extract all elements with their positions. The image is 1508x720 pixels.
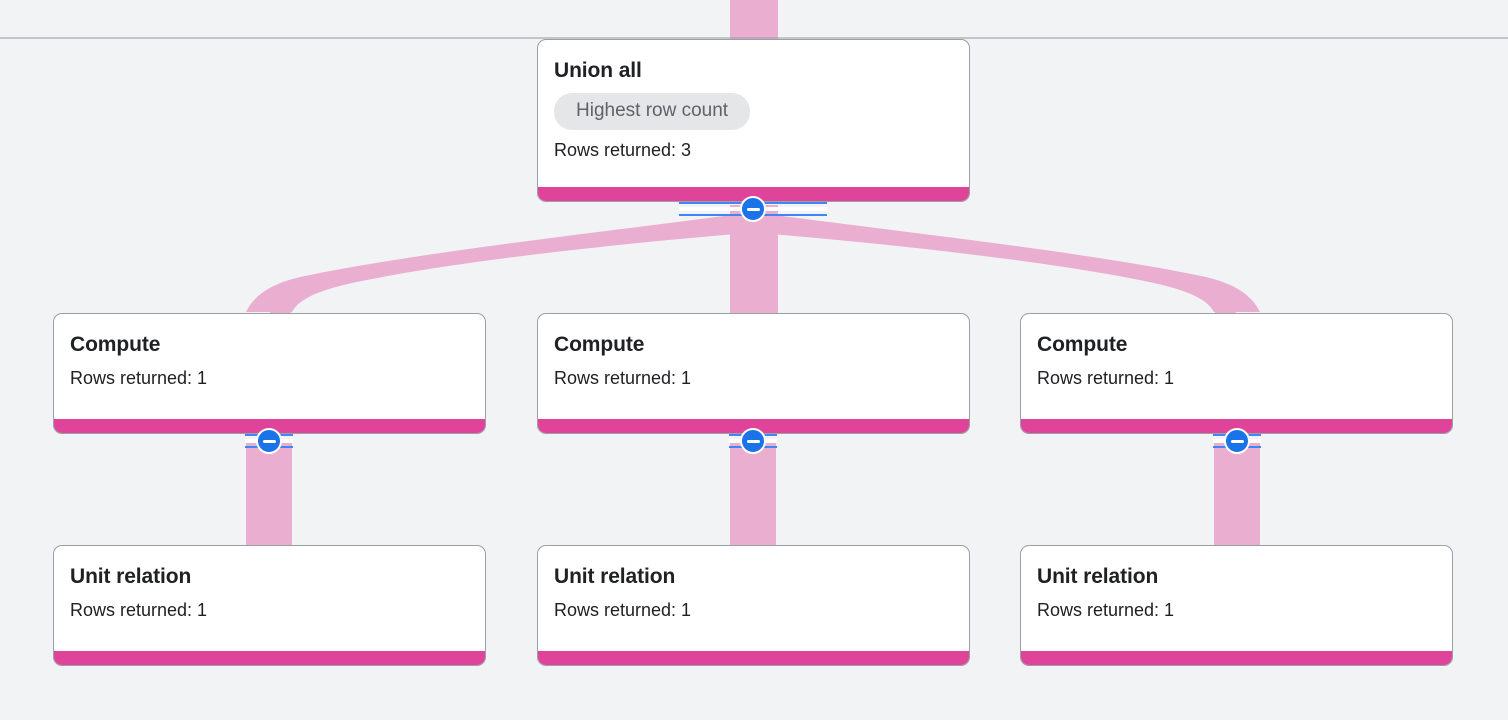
- node-unit-relation-right-title: Unit relation: [1037, 565, 1159, 588]
- node-union-all-body: Union all Highest row count Rows returne…: [538, 40, 969, 187]
- node-unit-relation-left[interactable]: Unit relation Rows returned: 1: [53, 545, 486, 666]
- node-unit-relation-right[interactable]: Unit relation Rows returned: 1: [1020, 545, 1453, 666]
- node-unit-relation-center-bar: [538, 651, 969, 665]
- node-compute-right-bar: [1021, 419, 1452, 433]
- edge-compute-center-to-unit: [730, 440, 776, 545]
- node-unit-relation-center-rows: Rows returned: 1: [554, 600, 692, 620]
- node-unit-relation-center[interactable]: Unit relation Rows returned: 1: [537, 545, 970, 666]
- node-compute-left-title: Compute: [70, 333, 161, 356]
- node-union-all[interactable]: Union all Highest row count Rows returne…: [537, 39, 970, 202]
- collapse-button-union-all[interactable]: [740, 196, 766, 222]
- node-unit-relation-center-title: Unit relation: [554, 565, 676, 588]
- node-unit-relation-right-body: Unit relation Rows returned: 1: [1021, 546, 1452, 651]
- node-compute-center-body: Compute Rows returned: 1: [538, 314, 969, 419]
- node-compute-center-rows: Rows returned: 1: [554, 368, 692, 388]
- node-union-all-rows: Rows returned: 3: [554, 140, 692, 160]
- node-compute-center[interactable]: Compute Rows returned: 1: [537, 313, 970, 434]
- minus-circle-icon: [1230, 439, 1244, 443]
- node-unit-relation-right-bar: [1021, 651, 1452, 665]
- edge-union-to-compute-right: [746, 212, 1260, 312]
- node-compute-right-title: Compute: [1037, 333, 1128, 356]
- node-compute-center-title: Compute: [554, 333, 645, 356]
- node-compute-center-bar: [538, 419, 969, 433]
- edge-incoming-top: [730, 0, 778, 40]
- minus-circle-icon: [746, 207, 760, 211]
- node-compute-left-bar: [54, 419, 485, 433]
- node-unit-relation-left-body: Unit relation Rows returned: 1: [54, 546, 485, 651]
- edge-compute-right-to-unit: [1214, 440, 1260, 545]
- collapse-button-compute-right[interactable]: [1224, 428, 1250, 454]
- node-compute-right-rows: Rows returned: 1: [1037, 368, 1175, 388]
- canvas-top-divider: [0, 37, 1508, 39]
- edge-union-to-compute-left: [246, 212, 760, 312]
- edge-compute-left-to-unit: [246, 440, 292, 545]
- minus-circle-icon: [262, 439, 276, 443]
- node-compute-left[interactable]: Compute Rows returned: 1: [53, 313, 486, 434]
- node-compute-left-body: Compute Rows returned: 1: [54, 314, 485, 419]
- collapse-button-compute-left[interactable]: [256, 428, 282, 454]
- node-unit-relation-left-title: Unit relation: [70, 565, 192, 588]
- node-unit-relation-left-rows: Rows returned: 1: [70, 600, 208, 620]
- node-union-all-title: Union all: [554, 59, 642, 82]
- node-union-all-bar: [538, 187, 969, 201]
- node-unit-relation-center-body: Unit relation Rows returned: 1: [538, 546, 969, 651]
- minus-circle-icon: [746, 439, 760, 443]
- node-compute-right-body: Compute Rows returned: 1: [1021, 314, 1452, 419]
- node-union-all-badge: Highest row count: [554, 93, 751, 130]
- node-unit-relation-left-bar: [54, 651, 485, 665]
- node-compute-right[interactable]: Compute Rows returned: 1: [1020, 313, 1453, 434]
- collapse-button-compute-center[interactable]: [740, 428, 766, 454]
- node-compute-left-rows: Rows returned: 1: [70, 368, 208, 388]
- node-unit-relation-right-rows: Rows returned: 1: [1037, 600, 1175, 620]
